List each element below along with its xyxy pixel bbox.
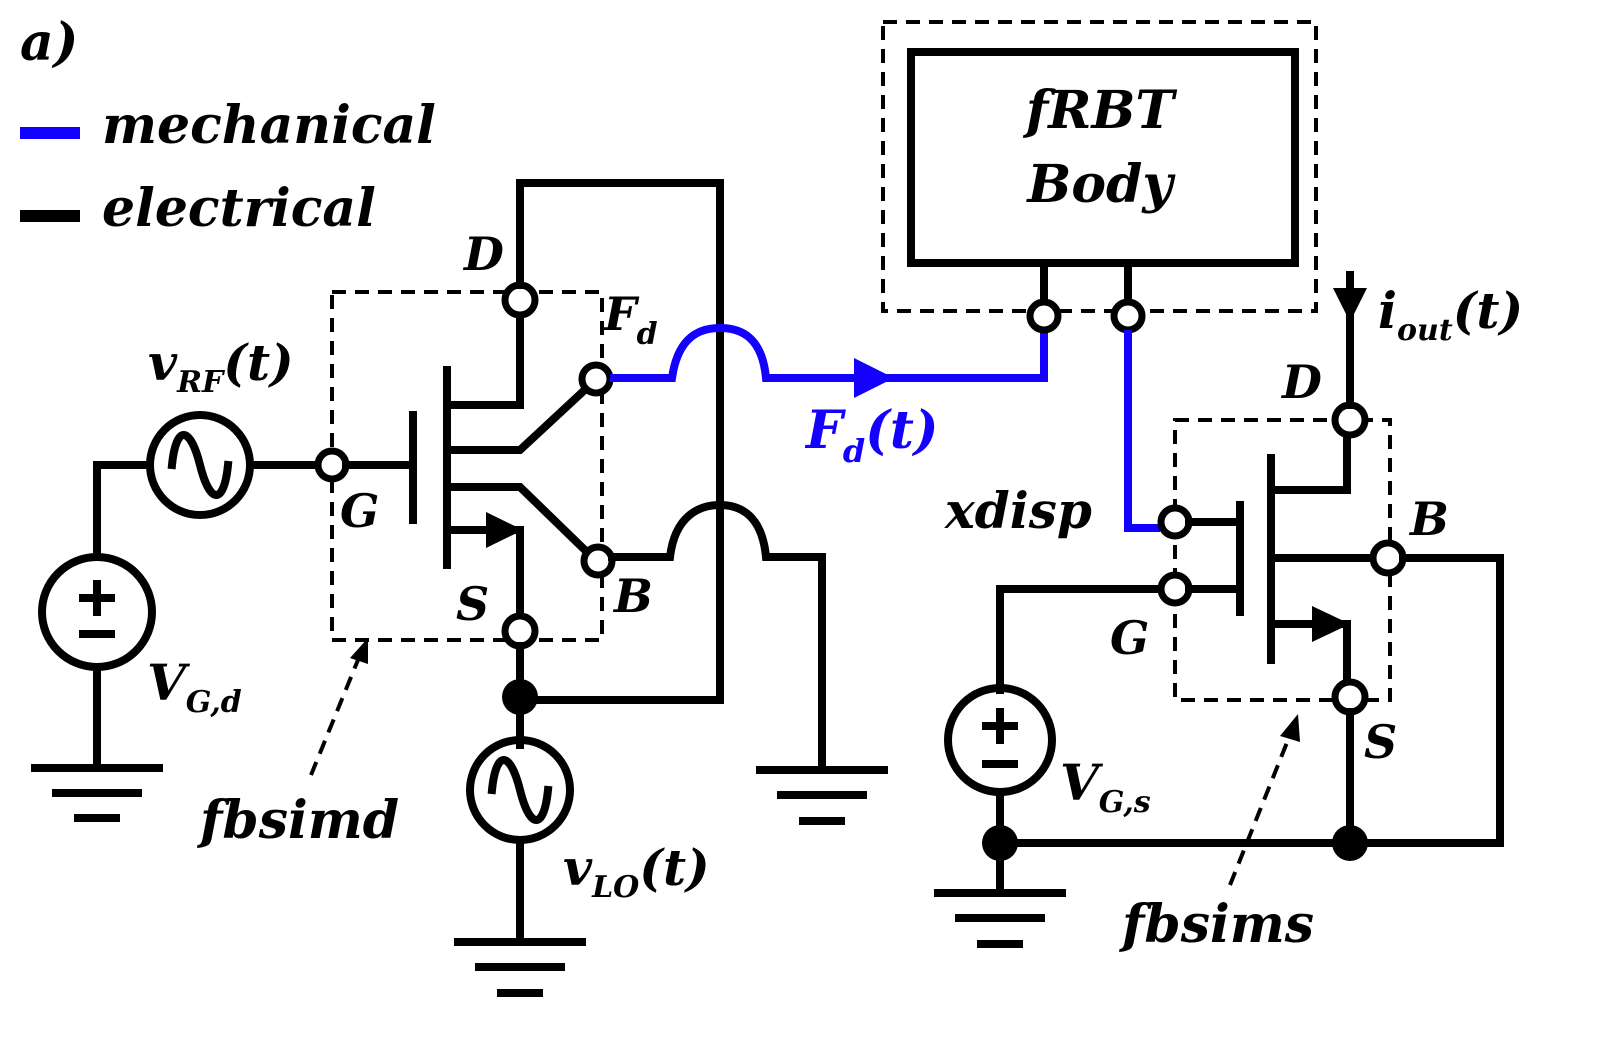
rf-source-label: vRF(t) xyxy=(148,333,294,400)
ac-source-icon xyxy=(146,411,254,519)
fbsimd-source-pin xyxy=(501,612,539,650)
figure-label: a) xyxy=(20,12,78,73)
fbsimd-d-label: D xyxy=(462,227,504,281)
drive-circuit: vRF(t) VG,d vLO(t) D G S B Fd fbsimd xyxy=(31,179,1048,997)
legend-mechanical-label: mechanical xyxy=(102,95,436,156)
fbsimd-body-pin xyxy=(580,543,616,579)
fbsims-b-label: B xyxy=(1408,492,1449,546)
fbsims-g-label: G xyxy=(1110,611,1149,665)
body-force-pin xyxy=(1026,298,1062,334)
dc-source-icon xyxy=(38,553,156,671)
fbsims-s-label: S xyxy=(1364,715,1397,769)
fbsimd-g-label: G xyxy=(340,484,379,538)
force-signal-label: Fd(t) xyxy=(804,400,939,470)
lo-source-label: vLO(t) xyxy=(563,838,710,905)
body-line2: Body xyxy=(1025,154,1176,215)
fbsimd-fd-label: Fd xyxy=(602,287,658,352)
body-disp-pin xyxy=(1110,298,1146,334)
arrow-icon xyxy=(486,512,523,548)
ground-icon xyxy=(934,889,1066,948)
fbsims-drain-pin xyxy=(1331,401,1369,439)
frbt-body: fRBT Body xyxy=(881,20,1318,334)
output-current-label: iout(t) xyxy=(1378,281,1523,348)
gate-bias-label: VG,d xyxy=(147,653,242,720)
fbsims-label: fbsims xyxy=(1118,894,1314,955)
ground-icon xyxy=(31,764,163,822)
fbsims-d-label: D xyxy=(1280,355,1322,409)
dc-source-icon xyxy=(944,684,1056,796)
fbsims-xdisp-pin xyxy=(1157,504,1193,540)
body-line1: fRBT xyxy=(1022,80,1178,141)
sense-circuit: iout(t) D B G S xdisp VG,s fbsims xyxy=(934,271,1523,955)
sense-gate-bias-label: VG,s xyxy=(1060,753,1151,820)
fbsimd-force-pin xyxy=(578,361,614,397)
arrow-icon xyxy=(1333,288,1367,322)
fbsimd-s-label: S xyxy=(456,577,489,631)
ground-icon xyxy=(454,938,586,997)
xdisp-label: xdisp xyxy=(944,481,1092,540)
fbsimd-drain-pin xyxy=(501,281,539,319)
fbsims-gate-pin xyxy=(1157,571,1193,607)
fbsimd-label: fbsimd xyxy=(196,790,399,851)
ground-icon xyxy=(756,766,888,825)
fbsims-body-pin xyxy=(1369,539,1407,577)
fbsims-source-pin xyxy=(1331,678,1369,716)
ac-source-icon xyxy=(466,736,574,844)
arrow-icon xyxy=(1312,606,1350,642)
fbsimd-b-label: B xyxy=(612,569,653,623)
legend-electrical-label: electrical xyxy=(102,178,376,239)
fbsimd-gate-pin xyxy=(314,447,350,483)
